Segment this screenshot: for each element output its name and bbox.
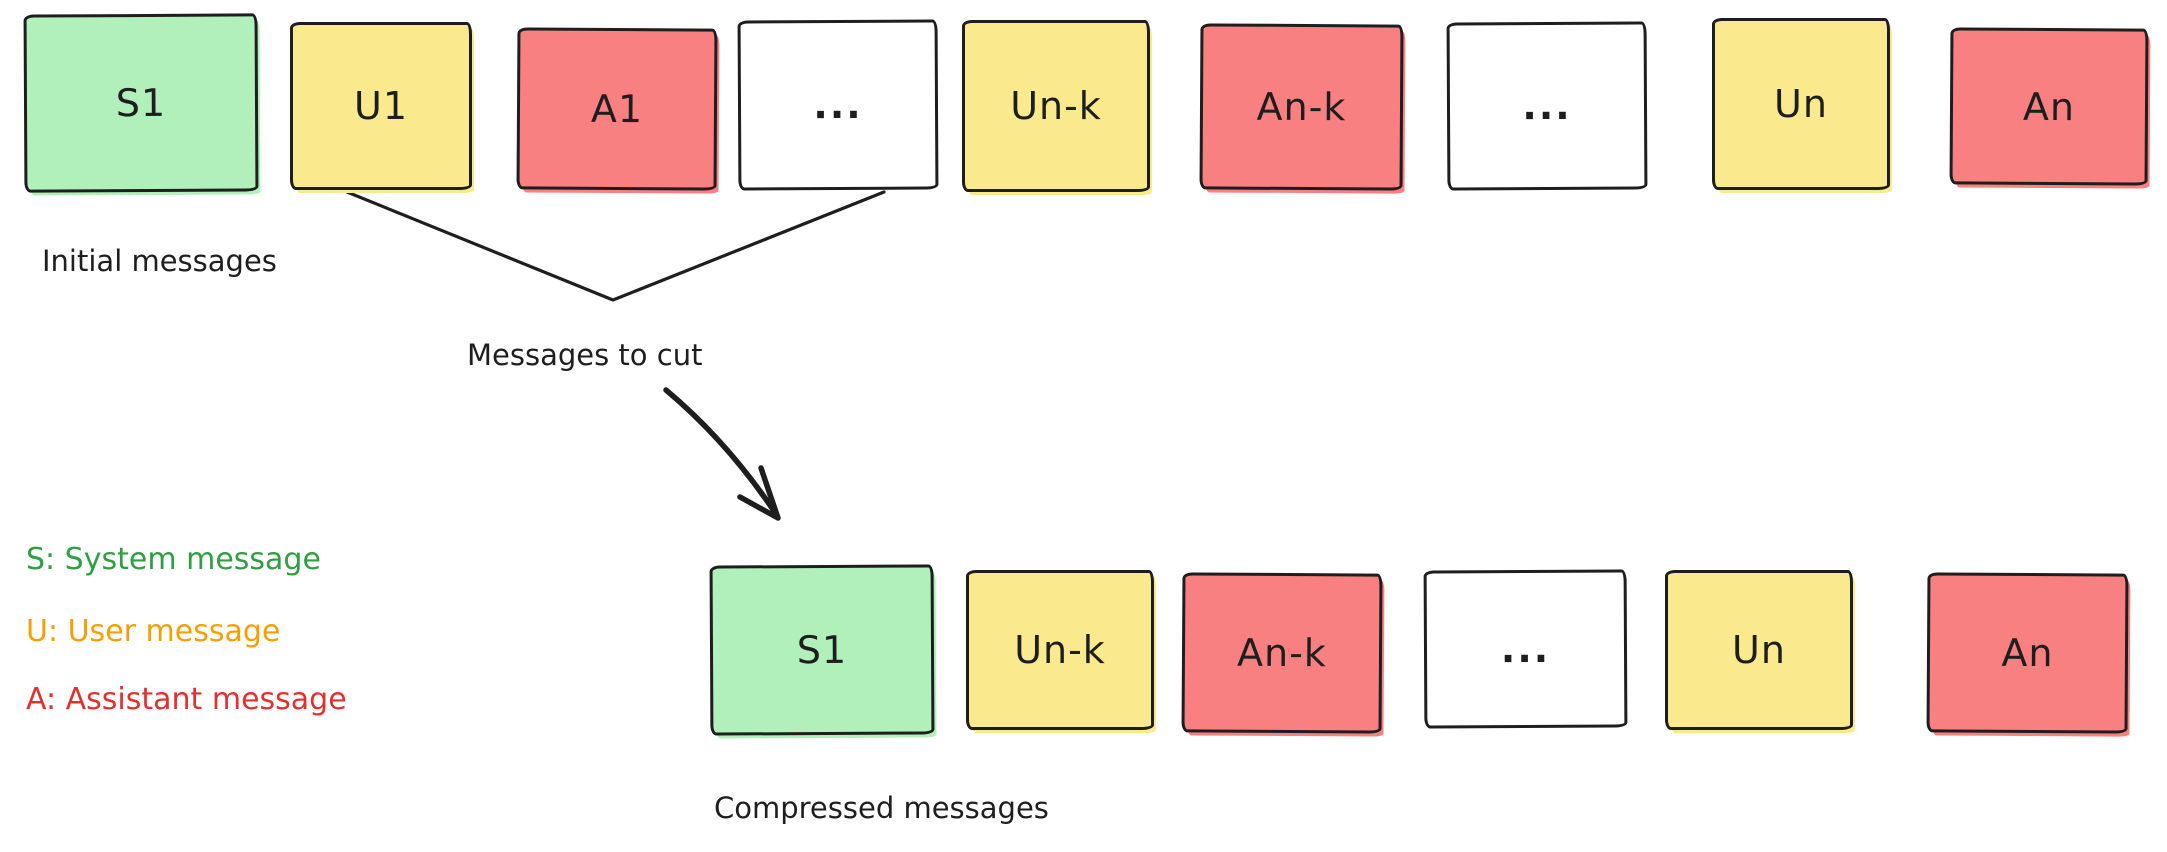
compressed-box-an: An bbox=[1926, 572, 2129, 734]
initial-box-an-k: An-k bbox=[1199, 23, 1404, 191]
box-label: An-k bbox=[1256, 84, 1347, 130]
box-label: An bbox=[2001, 630, 2054, 676]
compressed-box-un: Un bbox=[1665, 570, 1853, 730]
initial-row-caption: Initial messages bbox=[42, 244, 277, 278]
cut-arrow-shaft bbox=[663, 387, 779, 517]
box-label: An bbox=[2022, 84, 2076, 129]
legend-item-system: S: System message bbox=[26, 542, 321, 577]
compressed-row-caption: Compressed messages bbox=[714, 791, 1049, 825]
messages-to-cut-label: Messages to cut bbox=[467, 338, 703, 372]
box-label: ... bbox=[1522, 83, 1572, 129]
box-label: A1 bbox=[590, 86, 644, 132]
initial-box-ellipsis-1: ... bbox=[737, 19, 939, 191]
box-label: An-k bbox=[1236, 630, 1328, 676]
legend-item-user: U: User message bbox=[26, 614, 281, 649]
compressed-box-an-k: An-k bbox=[1181, 572, 1383, 734]
compressed-box-ellipsis: ... bbox=[1423, 569, 1628, 729]
initial-box-ellipsis-2: ... bbox=[1446, 21, 1648, 191]
box-label: Un bbox=[1774, 82, 1828, 126]
legend-item-assistant: A: Assistant message bbox=[26, 682, 347, 717]
initial-box-an: An bbox=[1949, 27, 2149, 186]
box-label: Un-k bbox=[1014, 628, 1106, 672]
cut-bracket-line bbox=[345, 190, 886, 302]
box-label: S1 bbox=[796, 627, 848, 673]
box-label: ... bbox=[813, 82, 863, 128]
box-label: U1 bbox=[354, 84, 408, 128]
initial-box-un: Un bbox=[1712, 18, 1890, 190]
initial-box-a1: A1 bbox=[516, 27, 718, 191]
compressed-box-un-k: Un-k bbox=[966, 570, 1154, 730]
box-label: Un bbox=[1732, 628, 1786, 672]
initial-box-s1: S1 bbox=[23, 13, 259, 193]
box-label: Un-k bbox=[1010, 84, 1102, 128]
cut-arrowhead bbox=[737, 465, 781, 521]
box-label: S1 bbox=[115, 80, 167, 126]
initial-box-u1: U1 bbox=[290, 22, 472, 190]
compressed-box-s1: S1 bbox=[709, 564, 935, 736]
initial-box-un-k: Un-k bbox=[962, 20, 1150, 192]
box-label: ... bbox=[1500, 626, 1551, 672]
